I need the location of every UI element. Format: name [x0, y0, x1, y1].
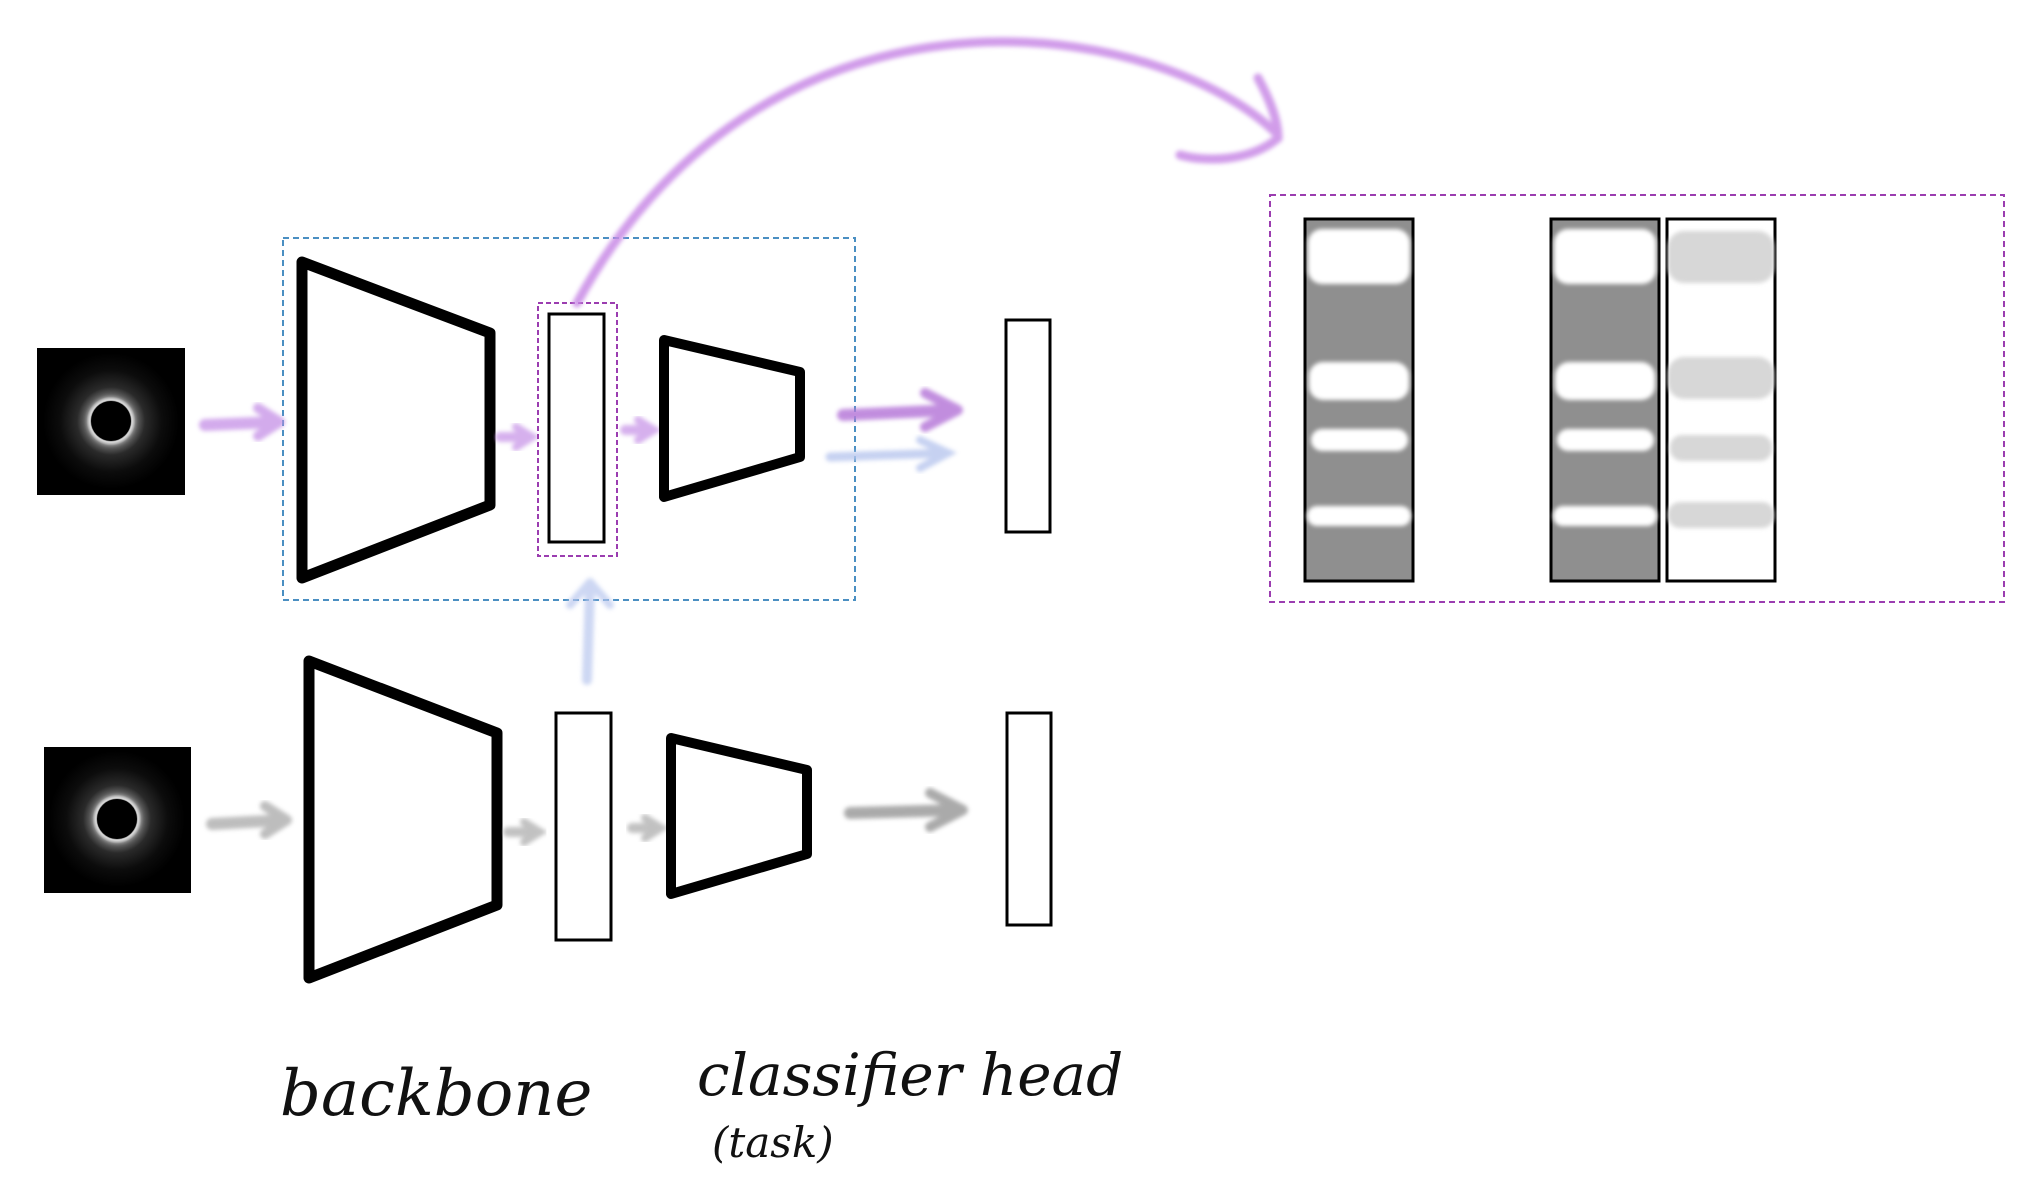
output-vector-bottom	[1005, 711, 1053, 927]
label-classifier-head: classifier head	[697, 1041, 1123, 1109]
arrow-head-to-output-bottom	[844, 788, 968, 832]
arrow-feature-to-head-top	[620, 416, 662, 444]
feature-map-a	[1303, 217, 1415, 583]
backbone-encoder-bottom	[303, 655, 503, 984]
arrow-feature-to-panel	[572, 37, 1283, 308]
arrow-backbone-to-feature-top	[495, 423, 540, 451]
label-classifier-sub: (task)	[712, 1118, 834, 1167]
arrow-feature-to-head-bottom	[627, 814, 669, 842]
arrow-input-to-backbone-bottom	[206, 801, 292, 839]
label-backbone: backbone	[280, 1057, 592, 1131]
feature-map-c	[1665, 217, 1777, 583]
feature-highlight-box	[537, 302, 618, 557]
classifier-head-top	[659, 335, 805, 502]
arrow-backbone-to-feature-bottom	[503, 818, 548, 846]
feature-vector-top	[547, 312, 606, 544]
arrow-head-to-output-purple	[837, 388, 963, 432]
feature-vector-bottom	[554, 711, 613, 942]
arrow-feature-bottom-to-top	[566, 578, 614, 685]
classifier-head-bottom	[666, 733, 812, 899]
backbone-encoder-top	[296, 256, 496, 584]
input-image-bottom	[44, 747, 191, 893]
output-vector-top	[1004, 318, 1052, 534]
feature-map-b	[1549, 217, 1661, 583]
arrow-head-to-output-blue	[825, 436, 957, 472]
arrow-input-to-backbone-top	[199, 403, 285, 441]
input-image-top	[37, 348, 185, 495]
